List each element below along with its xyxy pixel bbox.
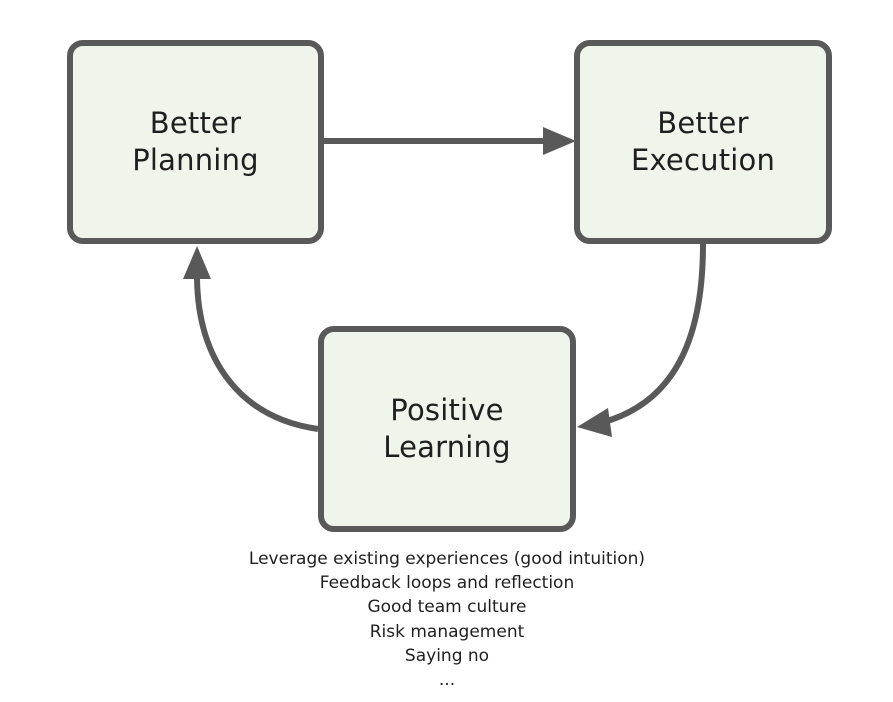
note-item: Saying no (404, 645, 490, 666)
arrow-planning-to-execution (324, 127, 576, 155)
node-label: Better Execution (630, 106, 776, 177)
node-label: Positive Learning (383, 393, 511, 464)
arrow-learning-to-planning (183, 246, 319, 432)
node-better-planning: Better Planning (67, 40, 324, 244)
learning-notes-list: Leverage existing experiences (good intu… (200, 547, 694, 692)
node-positive-learning: Positive Learning (318, 326, 576, 532)
note-item: Leverage existing experiences (good intu… (248, 549, 646, 569)
note-item: Risk management (369, 621, 525, 642)
node-label: Better Planning (132, 106, 259, 177)
note-item: Good team culture (367, 597, 527, 618)
note-item: Feedback loops and reflection (319, 573, 575, 594)
note-item: ... (438, 670, 456, 691)
node-better-execution: Better Execution (574, 40, 832, 244)
arrow-execution-to-learning (577, 243, 706, 437)
